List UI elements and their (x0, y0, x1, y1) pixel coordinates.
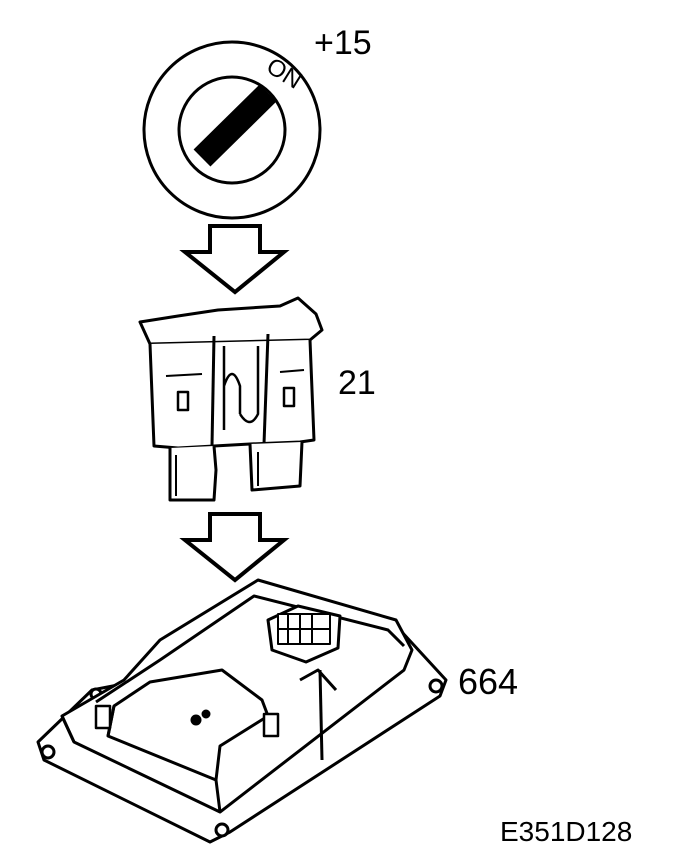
fuse-label: 21 (338, 364, 376, 402)
control-module-icon (36, 578, 448, 844)
arrow-down-icon (179, 512, 290, 583)
fuse-icon (138, 296, 324, 502)
module-label: 664 (458, 661, 519, 702)
ignition-label: +15 (314, 24, 372, 62)
on-marking: ON (262, 53, 307, 95)
arrow-down-icon (179, 224, 290, 295)
figure-code: E351D128 (500, 816, 633, 847)
ignition-switch-icon: ON (142, 40, 322, 220)
